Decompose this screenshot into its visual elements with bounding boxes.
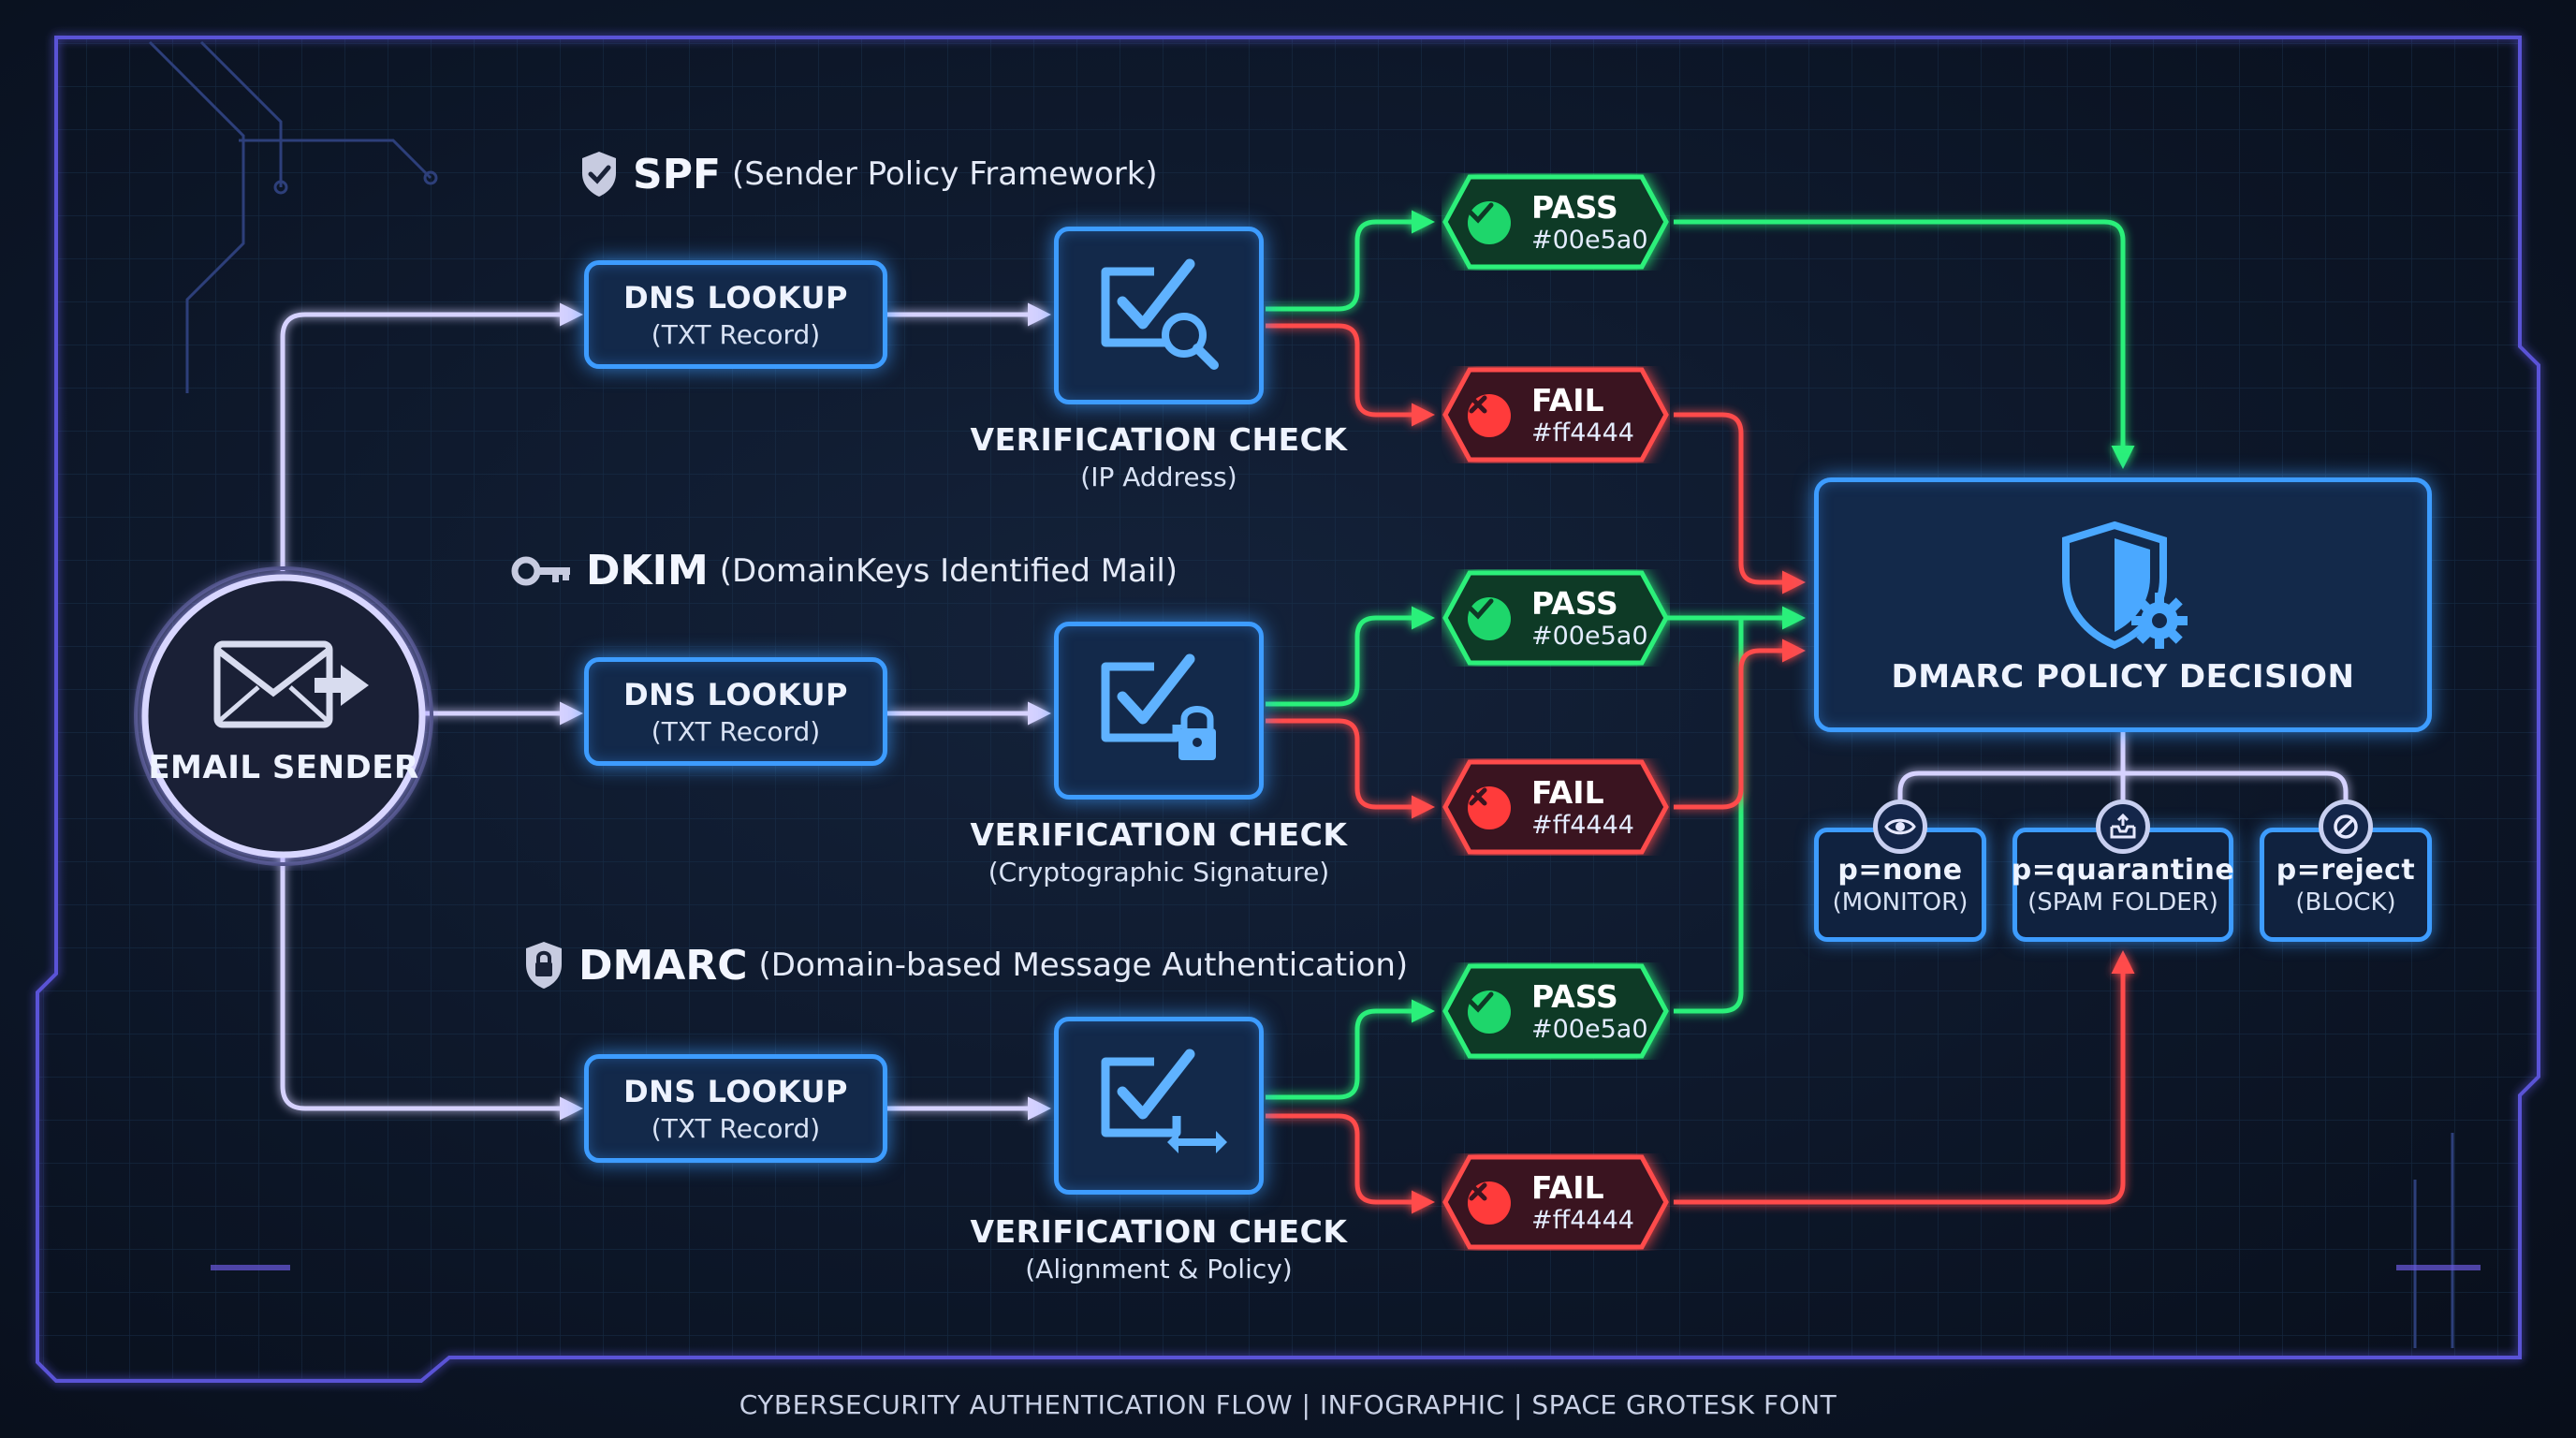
checkbox-magnifier-icon: [1101, 258, 1219, 370]
check-icon: [1468, 990, 1511, 1034]
policy-desc: (MONITOR): [1832, 888, 1969, 917]
dkim-dns-title: DNS LOOKUP: [623, 676, 848, 712]
spf-verification-label: VERIFICATION CHECK (IP Address): [925, 421, 1393, 492]
policy-name: p=quarantine: [2011, 853, 2235, 887]
checkbox-lock-icon: [1101, 653, 1216, 760]
shield-gear-icon: [2062, 521, 2188, 650]
dmarc-full-name: (Domain-based Message Authentication): [758, 946, 1409, 984]
dkim-verification-label: VERIFICATION CHECK (Cryptographic Signat…: [925, 816, 1393, 888]
fail-color-code: #ff4444: [1531, 811, 1634, 840]
x-icon: [1468, 394, 1511, 437]
policy-name: p=none: [1837, 853, 1963, 887]
pass-label: PASS: [1531, 585, 1618, 622]
dmarc-abbreviation: DMARC: [578, 941, 748, 990]
spf-verification-node: [1054, 227, 1264, 404]
email-sender-label: EMAIL SENDER: [148, 749, 419, 786]
eye-icon: [1873, 800, 1927, 854]
pass-label: PASS: [1531, 978, 1618, 1015]
dkim-full-name: (DomainKeys Identified Mail): [719, 551, 1178, 590]
inbox-tray-icon: [2096, 800, 2150, 854]
shield-lock-icon: [526, 942, 562, 989]
block-icon: [2319, 800, 2373, 854]
fail-label: FAIL: [1531, 382, 1604, 418]
dmarc-verification-title: VERIFICATION CHECK: [970, 1213, 1348, 1250]
dmarc-policy-decision-node: DMARC POLICY DECISION: [1814, 477, 2432, 732]
policy-desc: (SPAM FOLDER): [2027, 888, 2218, 917]
envelope-send-icon: [213, 640, 369, 728]
spf-header: SPF (Sender Policy Framework): [578, 150, 1158, 198]
dkim-abbreviation: DKIM: [586, 547, 709, 594]
dmarc-dns-title: DNS LOOKUP: [623, 1073, 848, 1109]
footer-caption: CYBERSECURITY AUTHENTICATION FLOW | INFO…: [739, 1389, 1837, 1420]
check-icon: [1468, 597, 1511, 640]
dmarc-verification-label: VERIFICATION CHECK (Alignment & Policy): [925, 1213, 1393, 1284]
dkim-pass-node: PASS#00e5a0: [1442, 569, 1670, 667]
email-sender-node: EMAIL SENDER: [129, 562, 438, 871]
fail-color-code: #ff4444: [1531, 418, 1634, 448]
x-icon: [1468, 1181, 1511, 1225]
dmarc-decision-title: DMARC POLICY DECISION: [1891, 658, 2355, 696]
spf-dns-lookup: DNS LOOKUP (TXT Record): [584, 260, 887, 369]
fail-label: FAIL: [1531, 774, 1604, 811]
shield-check-icon: [582, 152, 616, 197]
dkim-dns-subtitle: (TXT Record): [651, 715, 821, 747]
pass-label: PASS: [1531, 189, 1618, 226]
dkim-dns-lookup: DNS LOOKUP (TXT Record): [584, 657, 887, 766]
x-icon: [1468, 786, 1511, 829]
pass-color-code: #00e5a0: [1531, 622, 1648, 651]
dkim-header: DKIM (DomainKeys Identified Mail): [511, 547, 1178, 594]
dkim-fail-node: FAIL#ff4444: [1442, 758, 1670, 856]
spf-pass-node: PASS#00e5a0: [1442, 173, 1670, 271]
spf-fail-node: FAIL#ff4444: [1442, 366, 1670, 463]
dmarc-fail-node: FAIL#ff4444: [1442, 1153, 1670, 1251]
spf-dns-subtitle: (TXT Record): [651, 318, 821, 350]
pass-color-code: #00e5a0: [1531, 1015, 1648, 1044]
spf-abbreviation: SPF: [633, 150, 721, 198]
policy-name: p=reject: [2276, 853, 2416, 887]
dmarc-dns-subtitle: (TXT Record): [651, 1112, 821, 1144]
dmarc-verification-node: [1054, 1017, 1264, 1195]
check-icon: [1468, 201, 1511, 244]
spf-dns-title: DNS LOOKUP: [623, 279, 848, 315]
dmarc-pass-node: PASS#00e5a0: [1442, 962, 1670, 1060]
dmarc-dns-lookup: DNS LOOKUP (TXT Record): [584, 1054, 887, 1163]
checkbox-arrows-icon: [1101, 1049, 1227, 1153]
spf-verification-title: VERIFICATION CHECK: [970, 421, 1348, 458]
key-icon: [511, 556, 570, 585]
dkim-verification-title: VERIFICATION CHECK: [970, 816, 1348, 853]
spf-verification-subtitle: (IP Address): [1080, 462, 1237, 492]
dkim-verification-node: [1054, 622, 1264, 800]
fail-color-code: #ff4444: [1531, 1206, 1634, 1235]
policy-desc: (BLOCK): [2295, 888, 2396, 917]
pass-color-code: #00e5a0: [1531, 226, 1648, 255]
dmarc-verification-subtitle: (Alignment & Policy): [1025, 1254, 1293, 1284]
dkim-verification-subtitle: (Cryptographic Signature): [988, 857, 1330, 888]
spf-full-name: (Sender Policy Framework): [732, 155, 1158, 193]
dmarc-header: DMARC (Domain-based Message Authenticati…: [522, 940, 1408, 990]
fail-label: FAIL: [1531, 1169, 1604, 1206]
policy-quarantine: p=quarantine (SPAM FOLDER): [2011, 828, 2235, 942]
